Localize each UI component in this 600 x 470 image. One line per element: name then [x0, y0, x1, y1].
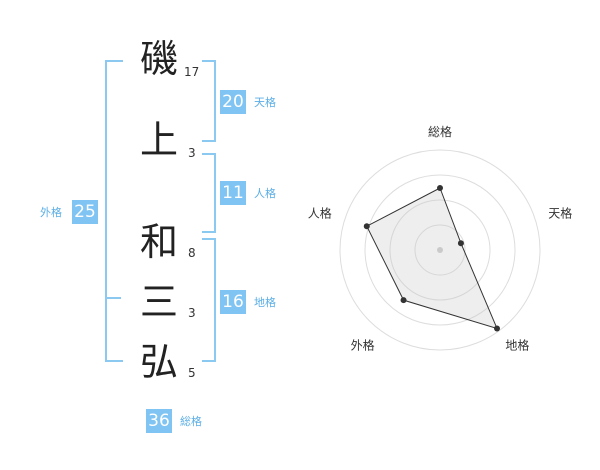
radar-ring-4 — [339, 149, 541, 351]
stroke-count-4: 3 — [188, 306, 196, 320]
radar-point-1 — [437, 185, 443, 191]
chikaku-value: 16 — [220, 290, 246, 314]
jinkaku-bracket — [202, 153, 216, 233]
radar-area — [366, 187, 498, 330]
name-char-5: 弘 — [139, 340, 178, 384]
soukaku-label: 総格 — [180, 415, 202, 428]
radar-ring-2 — [389, 199, 491, 301]
jinkaku-label: 人格 — [254, 187, 276, 200]
radar-axis-label-1: 総格 — [428, 124, 452, 139]
radar-point-2 — [457, 240, 464, 247]
soukaku-value: 36 — [146, 409, 172, 433]
gaikaku-value: 25 — [72, 200, 98, 224]
radar-point-4 — [400, 297, 407, 304]
gaikaku-bracket-divider — [105, 297, 121, 299]
gaikaku-bracket — [105, 60, 123, 362]
name-char-1: 磯 — [139, 37, 178, 81]
radar-center — [437, 247, 443, 253]
stroke-count-5: 5 — [188, 366, 196, 380]
stroke-count-1: 17 — [184, 65, 200, 79]
radar-ring-3 — [364, 174, 516, 326]
radar-ring-1 — [414, 224, 466, 276]
chikaku-label: 地格 — [254, 296, 276, 309]
tenkaku-bracket — [202, 60, 216, 142]
jinkaku-value: 11 — [220, 181, 246, 205]
tenkaku-value: 20 — [220, 90, 246, 114]
name-char-3: 和 — [139, 220, 178, 264]
radar-axis-label-3: 地格 — [505, 337, 529, 352]
radar-axis-label-2: 天格 — [548, 206, 572, 221]
name-char-4: 三 — [139, 280, 178, 324]
radar-axis-label-5: 人格 — [308, 206, 332, 221]
stroke-count-2: 3 — [188, 146, 196, 160]
tenkaku-label: 天格 — [254, 96, 276, 109]
chikaku-bracket — [202, 238, 216, 362]
name-char-2: 上 — [139, 118, 178, 162]
gaikaku-label: 外格 — [40, 206, 62, 219]
radar-point-3 — [494, 325, 501, 332]
radar-axis-label-4: 外格 — [351, 337, 375, 352]
radar-point-5 — [363, 223, 370, 230]
stroke-count-3: 8 — [188, 246, 196, 260]
